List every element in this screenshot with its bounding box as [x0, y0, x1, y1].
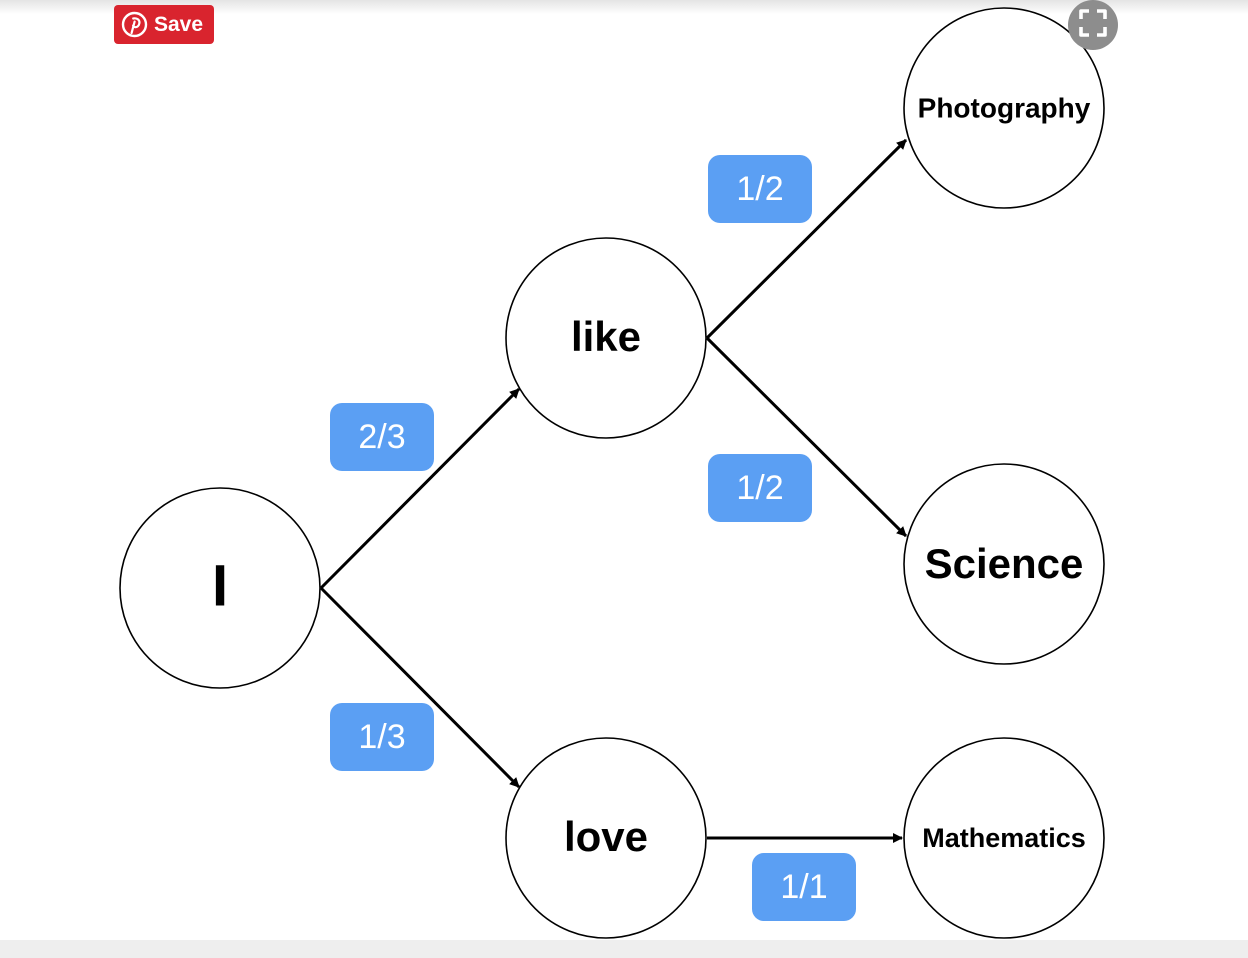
pinterest-save-button[interactable]: Save: [114, 5, 214, 44]
probability-badge-love-mathematics: 1/1: [752, 853, 856, 921]
node-like: like: [505, 237, 707, 439]
pinterest-icon: [121, 11, 148, 38]
node-photography-label: Photography: [918, 92, 1091, 123]
node-science: Science: [903, 463, 1105, 665]
save-label: Save: [154, 12, 204, 36]
probability-badge-i-like: 2/3: [330, 403, 434, 471]
node-photography: Photography: [903, 7, 1105, 209]
probability-badge-i-like-text: 2/3: [358, 418, 405, 456]
bottom-bar: [0, 940, 1248, 958]
edge-i-to-love: [319, 586, 521, 789]
node-i: I: [119, 487, 321, 689]
node-like-label: like: [571, 313, 641, 360]
probability-badge-like-photography: 1/2: [708, 155, 812, 223]
node-mathematics: Mathematics: [903, 737, 1105, 939]
expand-button[interactable]: [1068, 0, 1118, 50]
probability-badge-love-mathematics-text: 1/1: [780, 868, 827, 906]
probability-badge-like-photography-text: 1/2: [736, 170, 783, 208]
node-love: love: [505, 737, 707, 939]
probability-badge-like-science-text: 1/2: [736, 469, 783, 507]
probability-badge-i-love: 1/3: [330, 703, 434, 771]
edge-like-to-science: [705, 336, 908, 538]
probability-badge-i-love-text: 1/3: [358, 718, 405, 756]
edge-like-to-photography: [705, 138, 908, 340]
node-science-label: Science: [925, 540, 1084, 587]
expand-icon: [1078, 8, 1108, 43]
edge-i-to-like: [319, 387, 521, 590]
node-i-label: I: [212, 553, 228, 618]
probability-badge-like-science: 1/2: [708, 454, 812, 522]
top-shade: [0, 0, 1248, 14]
node-mathematics-label: Mathematics: [922, 823, 1086, 853]
node-love-label: love: [564, 813, 648, 860]
